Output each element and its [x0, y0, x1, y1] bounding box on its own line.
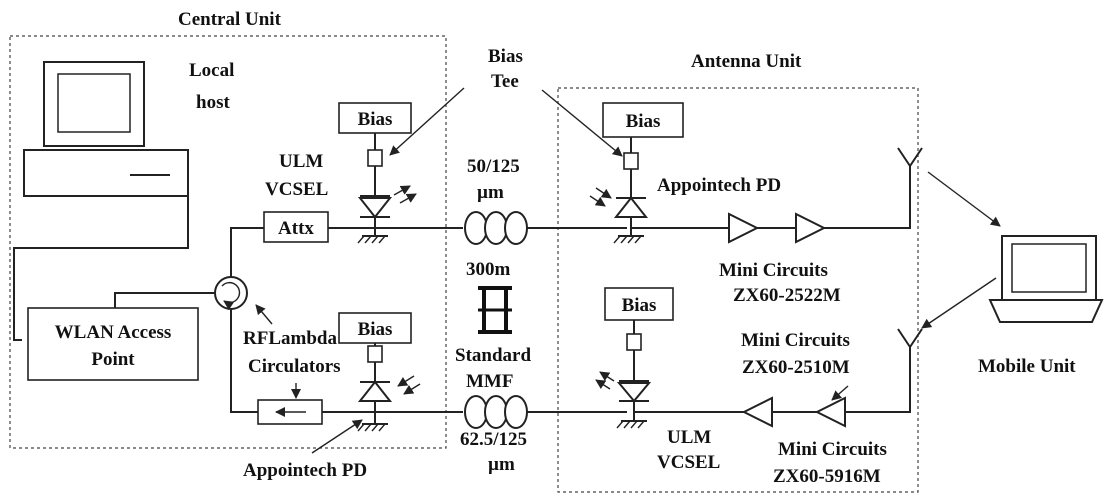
amplifier-bottom-1 [814, 396, 846, 428]
rflambda-label: RFLambda [243, 328, 337, 349]
circulators-label: Circulators [248, 356, 341, 377]
photodiode-symbol-antenna [589, 187, 649, 218]
local-host-computer-icon [23, 61, 189, 197]
bias-box-antenna-bottom [604, 287, 674, 321]
appointech-pd-label-bottom: Appointech PD [243, 460, 367, 481]
fiber-bottom-label-line2: µm [488, 454, 515, 475]
amplifier-top-2 [795, 212, 827, 244]
bias-box-central-bottom [338, 312, 412, 344]
fiber-top-label-line1: 50/125 [467, 156, 520, 177]
attx-label: Attx [278, 218, 314, 239]
wlan-label-line2: Point [91, 349, 135, 370]
mmf-label: MMF [466, 371, 513, 392]
bias-label-central-bottom: Bias [358, 319, 393, 340]
mini-circuits-label-1: Mini Circuits [719, 260, 828, 281]
attenuator-box [263, 211, 329, 243]
ground-symbol-antenna-bottom [616, 412, 647, 429]
antenna-unit-label: Antenna Unit [691, 51, 802, 72]
ground-symbol-antenna-top [613, 228, 644, 244]
bias-tee-antenna-top [623, 152, 639, 170]
mobile-unit-laptop-icon [988, 235, 1104, 323]
photodiode-symbol-central [357, 375, 421, 402]
bias-label-antenna-top: Bias [626, 111, 661, 132]
ground-symbol-central-top [357, 228, 388, 244]
circulator-to-isolator-wire [230, 309, 258, 413]
vcsel-label-central: VCSEL [265, 179, 328, 200]
antenna-top-icon [897, 147, 923, 167]
mobile-unit-label: Mobile Unit [978, 356, 1076, 377]
fiber-reel-icon [478, 286, 512, 334]
vcsel-label-antenna: VCSEL [657, 452, 720, 473]
bias-tee-central-bottom [367, 345, 383, 363]
bias-tee-central-top [367, 149, 383, 167]
mini-circuits-label-2: Mini Circuits [741, 330, 850, 351]
local-host-label-line2: host [196, 92, 230, 113]
wlan-access-point-box [27, 307, 199, 381]
wlan-label-line1: WLAN Access [55, 322, 172, 343]
bias-box-antenna-top [602, 102, 684, 138]
zx60-2510m-label: ZX60-2510M [742, 357, 850, 378]
antenna-unit-boundary [557, 87, 919, 493]
zx60-2522m-label: ZX60-2522M [733, 285, 841, 306]
fiber-spool-top-icon [464, 211, 528, 245]
ulm-label-antenna: ULM [667, 427, 711, 448]
central-unit-label: Central Unit [178, 9, 282, 30]
bias-tee-antenna-bottom [626, 333, 642, 351]
vcsel-symbol-antenna [595, 371, 652, 403]
rf-circulator-icon [214, 276, 248, 310]
antenna-bottom-icon [897, 328, 923, 348]
bias-label-central-top: Bias [358, 109, 393, 130]
host-link-wire [13, 158, 189, 341]
central-unit-boundary [9, 35, 447, 449]
standard-label: Standard [455, 345, 531, 366]
circulator-to-wlan-wire [114, 292, 215, 308]
ulm-label-central: ULM [279, 151, 323, 172]
amplifier-top-1 [728, 212, 760, 244]
fiber-length-label: 300m [466, 259, 511, 280]
appointech-pd-label-top: Appointech PD [657, 175, 781, 196]
local-host-label-line1: Local [189, 60, 234, 81]
fiber-spool-bottom-icon [464, 395, 528, 429]
bias-tee-label-line2: Tee [491, 71, 519, 92]
circulator-to-attenuator-wire [230, 227, 264, 277]
vcsel-symbol-central [357, 185, 417, 219]
bias-tee-label-line1: Bias [488, 46, 523, 67]
amplifier-bottom-2 [741, 396, 773, 428]
fiber-bottom-label-line1: 62.5/125 [460, 429, 527, 450]
mini-circuits-label-3: Mini Circuits [778, 439, 887, 460]
ground-symbol-central-bottom [357, 412, 388, 432]
bias-label-antenna-bottom: Bias [622, 295, 657, 316]
zx60-5916m-label: ZX60-5916M [773, 466, 881, 487]
fiber-top-label-line2: µm [477, 182, 504, 203]
